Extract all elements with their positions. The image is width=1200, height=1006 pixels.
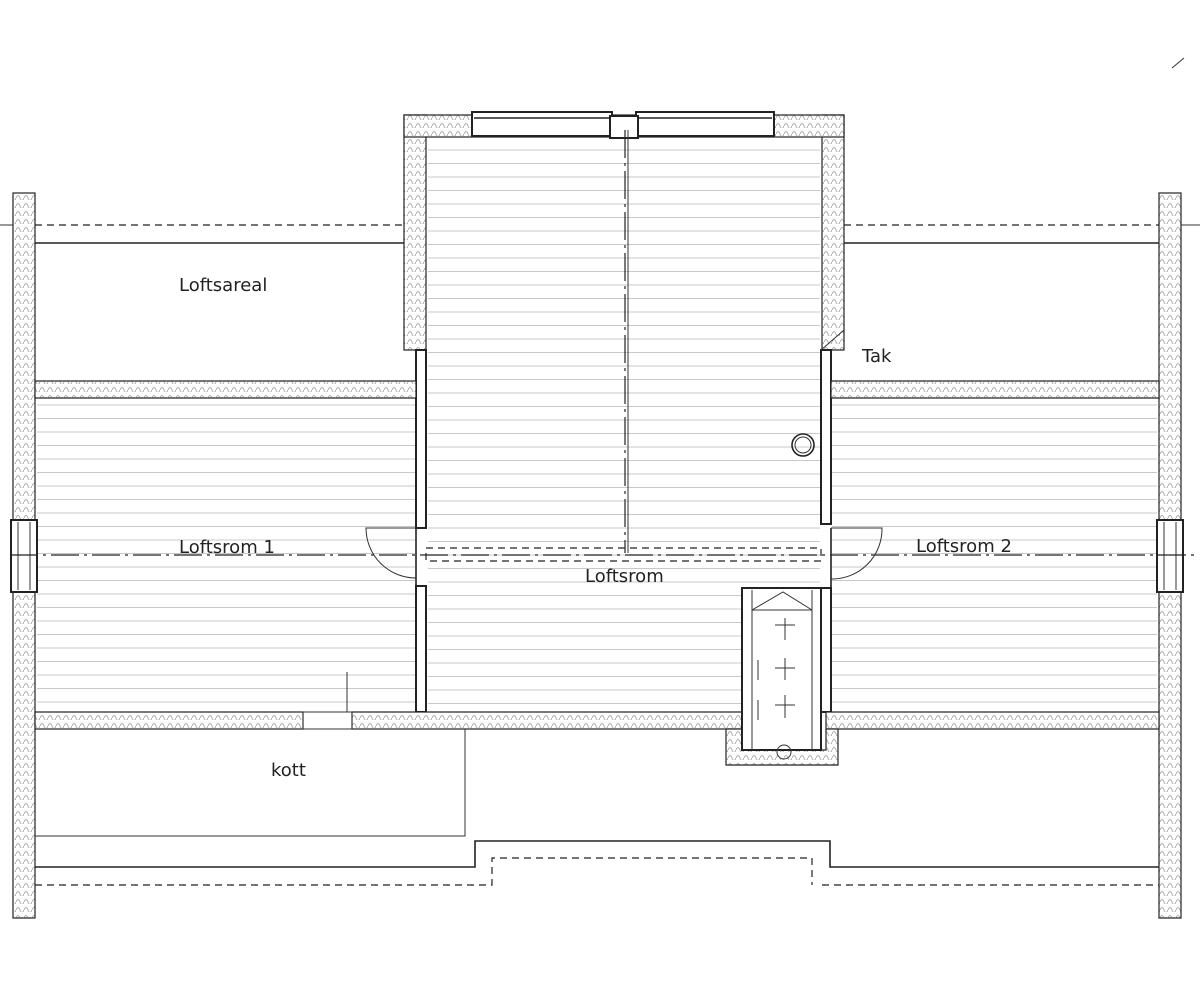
label-tak: Tak <box>861 346 892 367</box>
dormer-right-wall <box>821 114 845 351</box>
left-floor-boards <box>37 404 415 703</box>
knee-wall-upper-right <box>830 380 1160 399</box>
door-right <box>830 527 883 588</box>
knee-wall-lower-mid <box>351 711 743 730</box>
label-loftsrom-2: Loftsrom 2 <box>916 536 1012 557</box>
central-right-wall-lower <box>820 587 832 713</box>
left-gable-window <box>10 519 38 593</box>
bottom-eave <box>35 840 1159 868</box>
knee-wall-upper-left <box>34 380 417 399</box>
stair-icon <box>741 587 822 760</box>
kott-boundary <box>35 729 466 837</box>
right-gable-window <box>1156 519 1184 593</box>
dormer-window-left <box>471 111 613 137</box>
dormer-window-right <box>635 111 775 137</box>
knee-wall-lower-right <box>825 711 1160 730</box>
label-loftsareal: Loftsareal <box>179 275 267 296</box>
bottom-eave-dashed <box>35 857 1159 886</box>
door-left <box>365 527 417 586</box>
central-left-wall <box>415 349 427 529</box>
dormer-mullion <box>609 115 639 139</box>
dormer-left-wall <box>403 114 427 351</box>
knee-wall-lower-left <box>34 711 304 730</box>
central-right-wall <box>820 349 832 525</box>
label-loftsrom-1: Loftsrom 1 <box>179 537 275 558</box>
label-kott: kott <box>271 760 306 781</box>
label-loftsrom: Loftsrom <box>585 566 664 587</box>
roof-hatch-icon <box>791 433 815 457</box>
right-floor-boards <box>832 404 1157 703</box>
central-left-wall-lower <box>415 585 427 713</box>
